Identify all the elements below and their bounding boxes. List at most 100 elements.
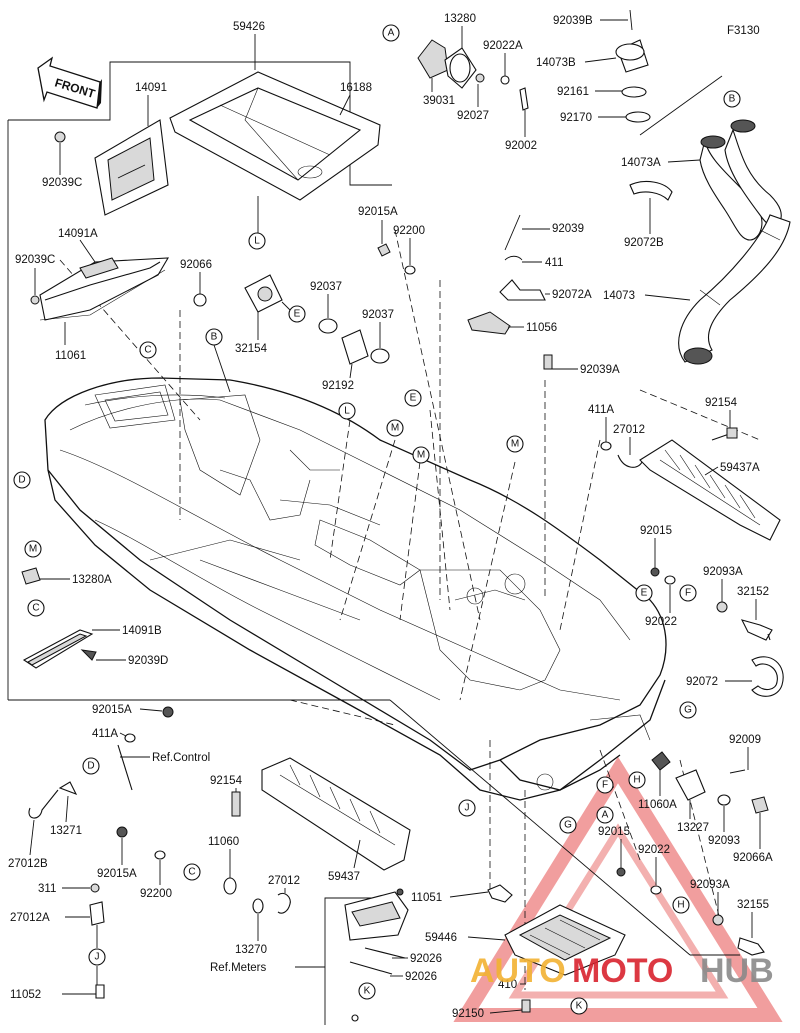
callout-J-2: J bbox=[88, 948, 106, 966]
label-92037-a: 92037 bbox=[310, 281, 342, 293]
callout-B-top-right: B bbox=[723, 90, 741, 108]
label-411A-b: 411A bbox=[92, 728, 118, 740]
label-92015-b: 92015 bbox=[598, 826, 630, 838]
callout-L-2: L bbox=[338, 402, 356, 420]
label-92154-b: 92154 bbox=[210, 775, 243, 787]
label-92015-a: 92015 bbox=[640, 525, 672, 537]
exhaust-hoses-14073 bbox=[678, 119, 791, 365]
bracket-11051 bbox=[487, 884, 513, 903]
label-92200-b: 92200 bbox=[140, 888, 172, 900]
frame-lines bbox=[7, 61, 740, 956]
label-92150: 92150 bbox=[452, 1008, 484, 1020]
label-92093A-b: 92093A bbox=[690, 879, 730, 891]
svg-text:F: F bbox=[685, 588, 691, 599]
label-92022: 92022 bbox=[645, 616, 677, 628]
label-92170: 92170 bbox=[560, 112, 592, 124]
label-92015A-b: 92015A bbox=[92, 704, 132, 716]
callout-D-2: D bbox=[82, 757, 100, 775]
label-11052: 11052 bbox=[10, 989, 41, 1001]
svg-text:G: G bbox=[684, 705, 692, 716]
label-13280: 13280 bbox=[444, 13, 476, 25]
watermark-text: AUTO MOTO HUB bbox=[470, 952, 774, 990]
svg-text:M: M bbox=[511, 439, 519, 450]
label-92093A-a: 92093A bbox=[703, 566, 743, 578]
svg-text:D: D bbox=[18, 475, 25, 486]
fitting-32152 bbox=[650, 567, 784, 697]
svg-text:C: C bbox=[144, 345, 151, 356]
callout-D-left: D bbox=[13, 471, 31, 489]
screw-92039A bbox=[543, 354, 553, 370]
callout-F-1: F bbox=[679, 584, 697, 602]
label-32154: 32154 bbox=[235, 343, 268, 355]
label-92026-b: 92026 bbox=[405, 971, 437, 983]
callout-E-2: E bbox=[404, 389, 422, 407]
svg-text:G: G bbox=[564, 820, 572, 831]
svg-text:K: K bbox=[364, 986, 371, 997]
label-92009: 92009 bbox=[729, 734, 761, 746]
label-92002: 92002 bbox=[505, 140, 537, 152]
svg-text:M: M bbox=[29, 544, 37, 555]
svg-text:A: A bbox=[388, 28, 395, 39]
callout-H-2: H bbox=[672, 896, 690, 914]
callout-F-2: F bbox=[596, 776, 614, 794]
drain-parts-13227 bbox=[651, 751, 769, 814]
svg-text:E: E bbox=[410, 393, 417, 404]
label-411A-a: 411A bbox=[588, 404, 614, 416]
label-92039C-a: 92039C bbox=[42, 177, 82, 189]
svg-text:L: L bbox=[344, 406, 350, 417]
fastener-parts-bottom-left bbox=[116, 826, 291, 914]
label-27012A: 27012A bbox=[10, 912, 50, 924]
callout-A-top: A bbox=[382, 24, 400, 42]
front-arrow: FRONT bbox=[37, 56, 102, 109]
callout-L-tray: L bbox=[248, 232, 266, 250]
label-14073A: 14073A bbox=[621, 157, 661, 169]
label-92072A: 92072A bbox=[552, 289, 592, 301]
label-92039C-b: 92039C bbox=[15, 254, 55, 266]
label-16188: 16188 bbox=[340, 82, 372, 94]
fitting-32155 bbox=[616, 867, 765, 956]
svg-text:H: H bbox=[677, 900, 684, 911]
svg-text:D: D bbox=[87, 761, 94, 772]
label-11056: 11056 bbox=[526, 322, 557, 334]
label-14073B: 14073B bbox=[536, 57, 576, 69]
label-92093: 92093 bbox=[708, 835, 740, 847]
label-13227: 13227 bbox=[677, 822, 709, 834]
label-11051: 11051 bbox=[411, 892, 442, 904]
callout-A-2: A bbox=[596, 806, 614, 824]
svg-text:B: B bbox=[211, 332, 218, 343]
svg-text:C: C bbox=[32, 603, 39, 614]
vent-parts-13280 bbox=[417, 39, 529, 111]
svg-text:C: C bbox=[188, 867, 195, 878]
svg-text:M: M bbox=[417, 450, 425, 461]
label-92039B: 92039B bbox=[553, 15, 593, 27]
callout-K-1: K bbox=[570, 997, 588, 1015]
label-14091B: 14091B bbox=[122, 625, 162, 637]
label-59437A: 59437A bbox=[720, 462, 760, 474]
label-92039A: 92039A bbox=[580, 364, 620, 376]
cover-14091A bbox=[39, 257, 169, 321]
label-92039D: 92039D bbox=[128, 655, 168, 667]
label-92154-a: 92154 bbox=[705, 397, 738, 409]
bracket-parts-11056 bbox=[377, 214, 546, 335]
svg-text:L: L bbox=[254, 236, 260, 247]
callout-G-1: G bbox=[679, 701, 697, 719]
label-92039: 92039 bbox=[552, 223, 584, 235]
clamp-92072B bbox=[629, 180, 673, 201]
label-92015A-a: 92015A bbox=[358, 206, 398, 218]
label-92066A: 92066A bbox=[733, 852, 773, 864]
label-92015A-c: 92015A bbox=[97, 868, 137, 880]
svg-text:F: F bbox=[602, 780, 608, 791]
small-parts-left bbox=[21, 567, 97, 669]
duct-fitting-14073B bbox=[615, 9, 651, 123]
label-11060A: 11060A bbox=[638, 799, 677, 811]
callout-H-1: H bbox=[628, 771, 646, 789]
svg-text:A: A bbox=[602, 810, 609, 821]
label-92072: 92072 bbox=[686, 676, 718, 688]
intake-grate-59437 bbox=[231, 757, 411, 871]
callout-M-3: M bbox=[506, 435, 524, 453]
label-92200-a: 92200 bbox=[393, 225, 425, 237]
callout-E-mid: E bbox=[288, 305, 306, 323]
label-311: 311 bbox=[38, 883, 56, 895]
svg-text:J: J bbox=[95, 952, 100, 963]
